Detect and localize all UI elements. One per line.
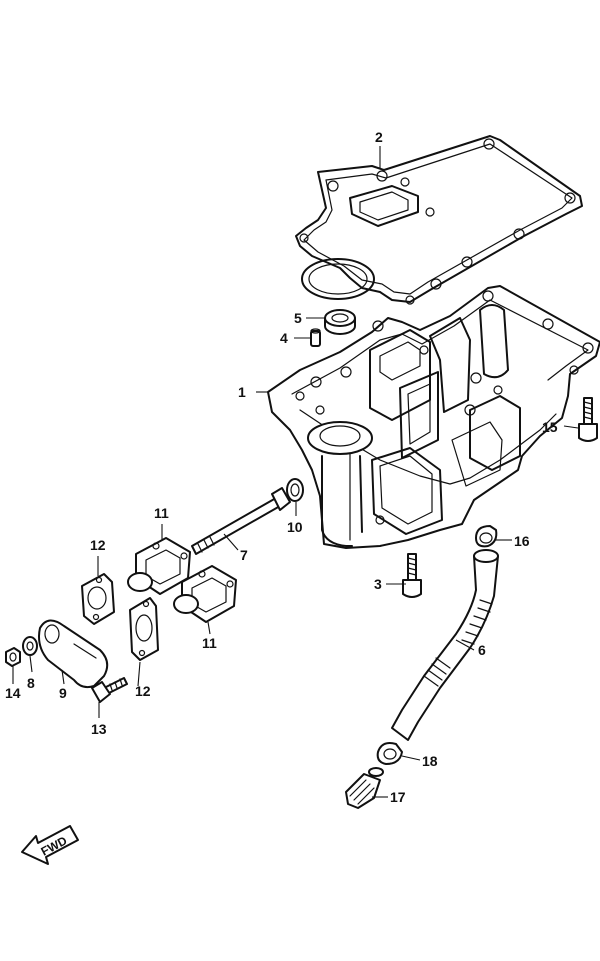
callout-7: 7	[240, 547, 248, 563]
nut-part-14	[5, 647, 21, 667]
callout-9: 9	[59, 685, 67, 701]
gasket-part-12-lower	[129, 597, 159, 661]
fwd-label: FWD	[39, 833, 70, 858]
hose-part-6	[391, 549, 499, 741]
callout-15: 15	[542, 419, 558, 435]
callout-4: 4	[280, 330, 288, 346]
cover-part-9	[38, 619, 109, 689]
clamp-part-18	[376, 742, 403, 765]
callout-6: 6	[478, 642, 486, 658]
callout-5: 5	[294, 310, 302, 326]
dowel-pin-part-4	[310, 328, 321, 347]
callout-16: 16	[514, 533, 530, 549]
callout-18: 18	[422, 753, 438, 769]
washer-part-10	[286, 478, 304, 502]
leader-lines	[12, 146, 579, 798]
seal-part-5	[324, 309, 356, 335]
oil-pan-part-1	[267, 285, 600, 549]
callout-11-upper: 11	[154, 505, 169, 521]
clamp-part-16	[475, 525, 498, 548]
gasket-part-2	[295, 135, 583, 305]
callout-labels: 1 2 3 4 5 6 7 8 9 10 11 11 12 12 13 14 1…	[5, 129, 558, 805]
callout-3: 3	[374, 576, 382, 592]
bolt-part-13	[91, 677, 128, 703]
callout-17: 17	[390, 789, 406, 805]
housing-part-11-lower	[173, 565, 237, 623]
callout-12-upper: 12	[90, 537, 106, 553]
bolt-part-15	[578, 397, 598, 442]
housing-part-11-upper	[127, 537, 191, 595]
callout-13: 13	[91, 721, 107, 737]
callout-10: 10	[287, 519, 303, 535]
bolt-part-3	[402, 553, 422, 598]
washer-part-8	[22, 636, 38, 656]
gasket-part-12-upper	[81, 573, 115, 625]
callout-12-lower: 12	[135, 683, 151, 699]
fitting-part-17	[345, 767, 384, 809]
callout-11-lower: 11	[202, 635, 217, 651]
callout-2: 2	[375, 129, 383, 145]
callout-8: 8	[27, 675, 35, 691]
callout-1: 1	[238, 384, 246, 400]
bolt-part-7	[191, 487, 291, 555]
fwd-arrow-icon: FWD	[21, 825, 79, 865]
callout-14: 14	[5, 685, 21, 701]
